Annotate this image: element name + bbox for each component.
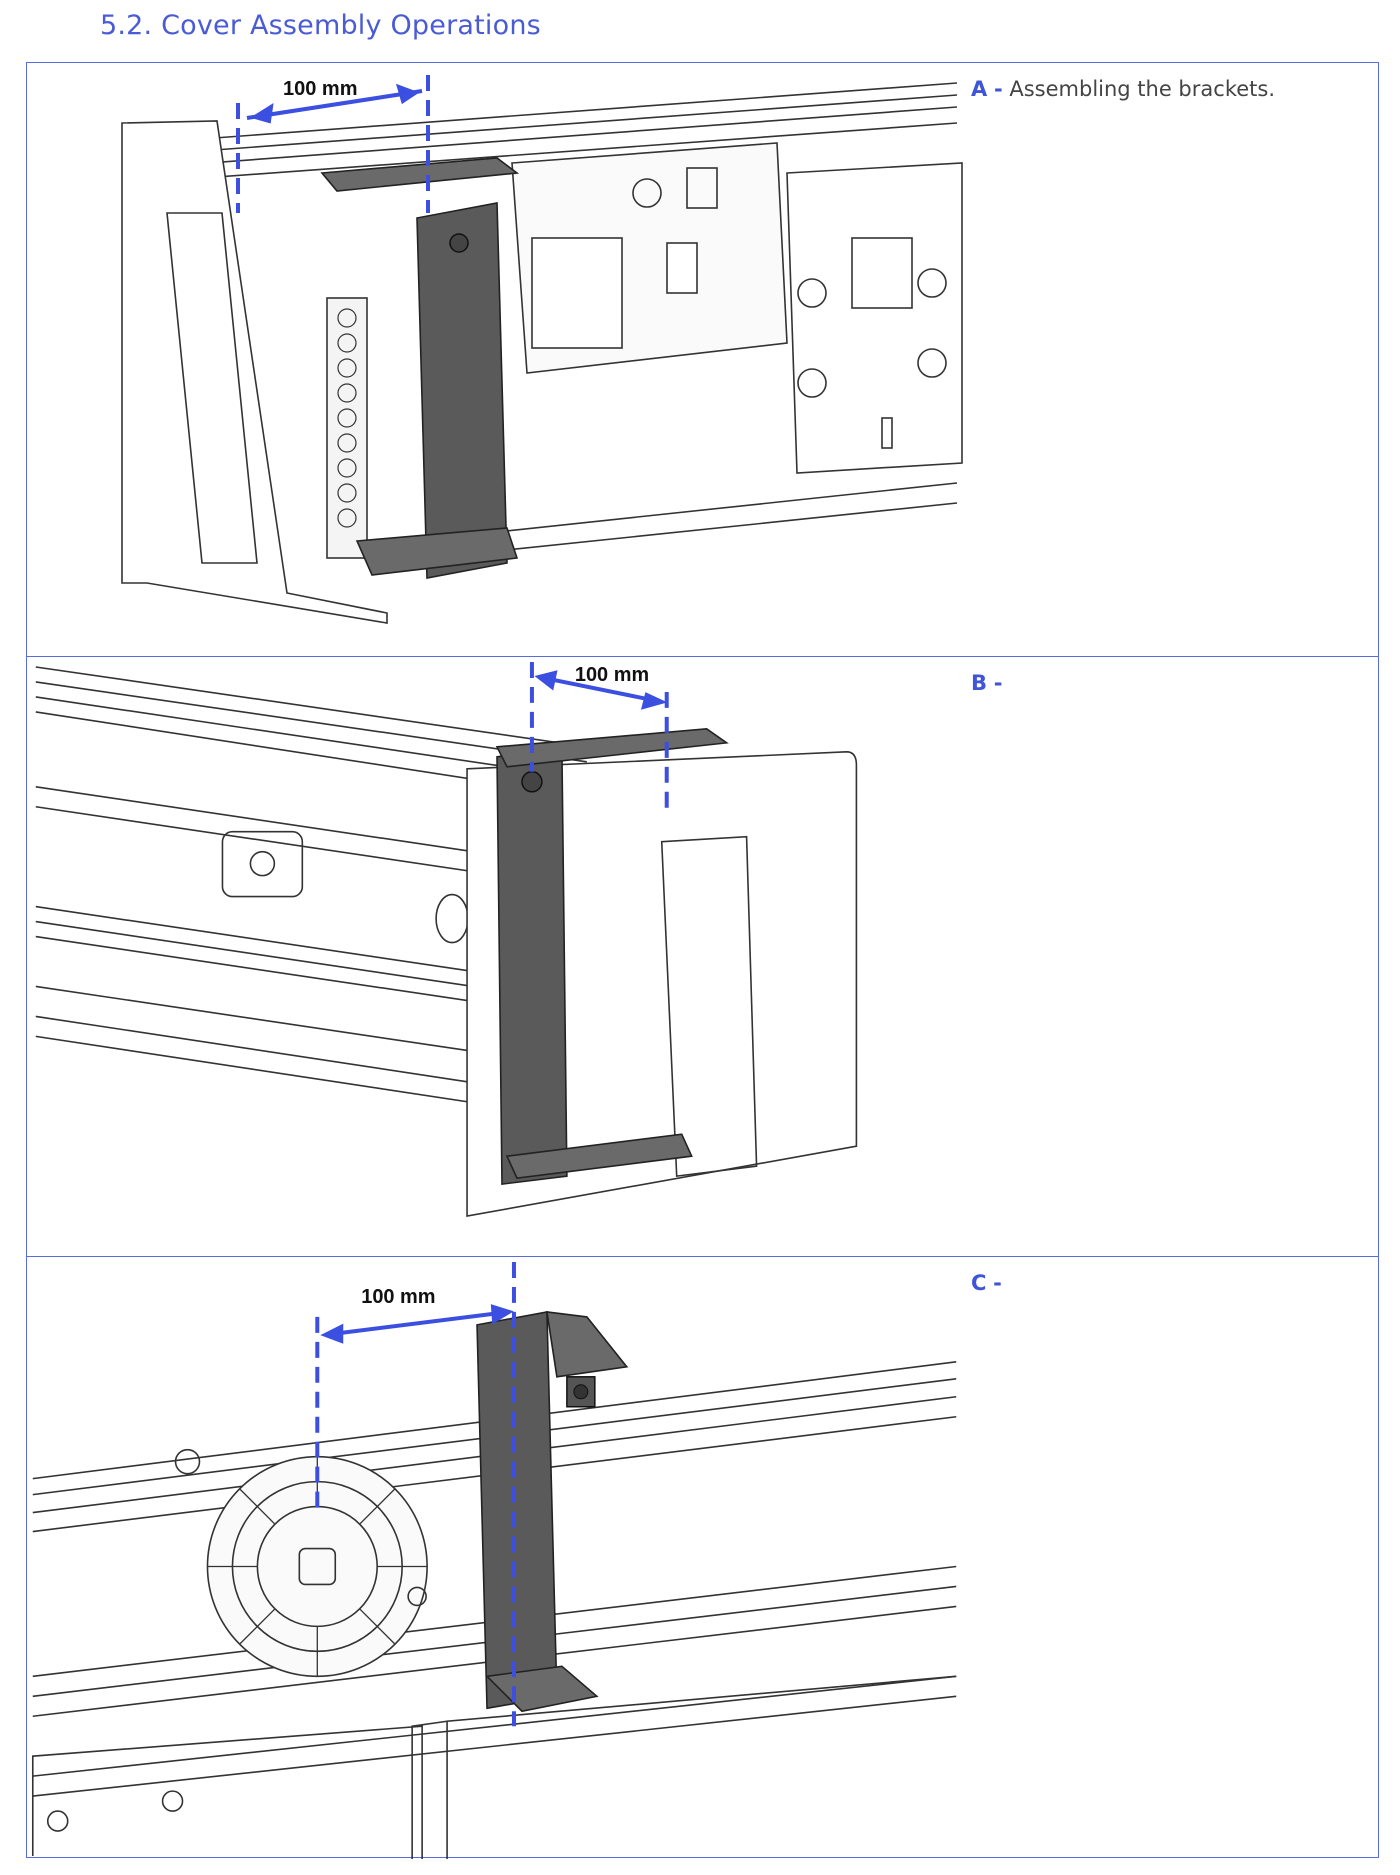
panel-a: 100 mm A - Assembling the brackets.: [27, 63, 1378, 656]
bracket-b: [495, 728, 729, 1186]
dimension-label-a: 100 mm: [283, 78, 358, 100]
step-label-c: C: [971, 1271, 987, 1295]
dimension-a: [236, 75, 430, 213]
dimension-b: [529, 661, 669, 817]
step-dash-c: -: [993, 1271, 1002, 1295]
illustration-b: 100 mm: [35, 661, 858, 1218]
section-title: 5.2. Cover Assembly Operations: [100, 10, 541, 41]
illustration-c: 100 mm: [31, 1261, 957, 1859]
panel-c: 100 mm C -: [27, 1256, 1378, 1859]
dimension-label-c: 100 mm: [361, 1286, 435, 1308]
dimension-label-b: 100 mm: [575, 664, 649, 686]
step-dash-a: -: [993, 77, 1003, 101]
step-label-b: B: [971, 671, 988, 695]
step-text-a: Assembling the brackets.: [1009, 77, 1275, 101]
step-dash-b: -: [993, 671, 1003, 695]
caption-c: C -: [971, 1271, 1002, 1295]
step-label-a: A: [971, 77, 988, 101]
illustration-a: 100 mm: [121, 75, 963, 624]
bracket-c: [476, 1310, 629, 1713]
caption-a: A - Assembling the brackets.: [971, 77, 1275, 101]
caption-b: B -: [971, 671, 1002, 695]
assembly-table: 100 mm A - Assembling the brackets.: [26, 62, 1379, 1859]
panel-b: 100 mm B -: [27, 656, 1378, 1256]
bracket-a: [320, 157, 520, 579]
